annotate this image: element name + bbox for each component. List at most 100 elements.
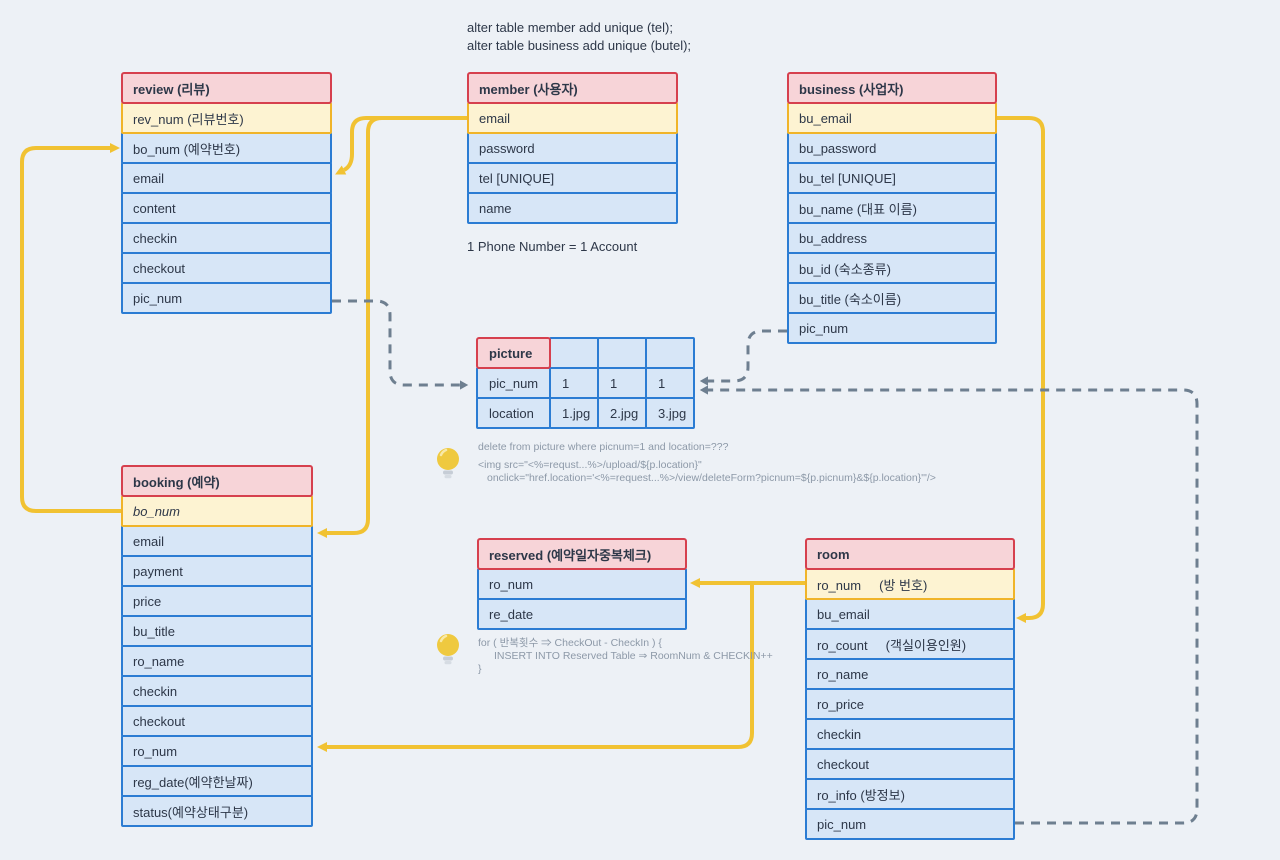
picture-code-note[interactable]: delete from picture where picnum=1 and l… [478, 441, 936, 485]
row-label: pic_num [817, 816, 867, 832]
row-label: bu_id (숙소종류) [799, 261, 891, 277]
reserved-code-note[interactable]: for ( 반복횟수 ⇒ CheckOut - CheckIn ) { INSE… [478, 637, 773, 676]
row-label: ro_count (객실이용인원) [817, 637, 967, 653]
picture-row-label[interactable]: pic_num [476, 367, 551, 399]
table-title-reserved: reserved (예약일자중복체크) [477, 538, 687, 570]
table-row[interactable]: bu_password [787, 132, 997, 164]
picture-title-cell[interactable]: picture [476, 337, 551, 369]
row-label: content [133, 200, 176, 216]
picture-cell-value[interactable]: 2.jpg [597, 397, 647, 429]
reserved-note-line: for ( 반복횟수 ⇒ CheckOut - CheckIn ) { [478, 637, 662, 649]
table-row[interactable]: re_date [477, 598, 687, 630]
table-reserved[interactable]: reserved (예약일자중복체크) ro_num re_date [477, 538, 687, 630]
table-row[interactable]: status(예약상태구분) [121, 795, 313, 827]
row-label: checkout [133, 713, 186, 729]
row-label: ro_num [489, 576, 534, 592]
picture-blank-cell[interactable] [597, 337, 647, 369]
row-label: email [479, 110, 511, 126]
table-row[interactable]: email [121, 162, 332, 194]
table-row[interactable]: checkout [121, 705, 313, 737]
table-row[interactable]: bu_name (대표 이름) [787, 192, 997, 224]
table-row[interactable]: reg_date(예약한날짜) [121, 765, 313, 797]
picture-cell-value[interactable]: 3.jpg [645, 397, 695, 429]
table-row[interactable]: payment [121, 555, 313, 587]
table-row[interactable]: bu_id (숙소종류) [787, 252, 997, 284]
table-row[interactable]: password [467, 132, 678, 164]
table-row[interactable]: pic_num [805, 808, 1015, 840]
table-row[interactable]: name [467, 192, 678, 224]
table-row[interactable]: checkout [805, 748, 1015, 780]
table-row[interactable]: checkout [121, 252, 332, 284]
table-row[interactable]: ro_num [477, 568, 687, 600]
row-label: ro_name [817, 666, 869, 682]
table-row[interactable]: ro_count (객실이용인원) [805, 628, 1015, 660]
reserved-note-line: } [478, 663, 482, 675]
sql-note-line: alter table business add unique (butel); [467, 38, 692, 53]
picture-cell-value[interactable]: 1 [549, 367, 599, 399]
table-row[interactable]: pic_num [121, 282, 332, 314]
table-row[interactable]: ro_num [121, 735, 313, 767]
table-row[interactable]: content [121, 192, 332, 224]
row-label: ro_name [133, 653, 185, 669]
row-label: price [133, 593, 162, 609]
table-row[interactable]: price [121, 585, 313, 617]
arrow-room-ronum-to-booking-ronum [317, 583, 754, 752]
table-row[interactable]: ro_name [805, 658, 1015, 690]
row-label: email [133, 170, 165, 186]
table-row[interactable]: ro_info (방정보) [805, 778, 1015, 810]
sql-note[interactable]: alter table member add unique (tel); alt… [467, 19, 691, 55]
row-label: bo_num [133, 503, 180, 519]
lightbulb-icon[interactable] [435, 633, 461, 665]
table-row[interactable]: ro_num (방 번호) [805, 568, 1015, 600]
table-row[interactable]: email [121, 525, 313, 557]
row-label: bu_tel [UNIQUE] [799, 170, 896, 186]
row-label: bu_title (숙소이름) [799, 291, 902, 307]
table-row[interactable]: bo_num [121, 495, 313, 527]
row-label: ro_info (방정보) [817, 787, 905, 803]
lightbulb-icon[interactable] [435, 447, 461, 479]
table-row[interactable]: tel [UNIQUE] [467, 162, 678, 194]
table-row[interactable]: bu_title [121, 615, 313, 647]
picture-blank-cell[interactable] [549, 337, 599, 369]
table-row[interactable]: checkin [121, 222, 332, 254]
picture-blank-cell[interactable] [645, 337, 695, 369]
table-row[interactable]: ro_price [805, 688, 1015, 720]
arrow-member-email-to-booking-email [317, 116, 467, 538]
table-row[interactable]: checkin [121, 675, 313, 707]
table-row[interactable]: ro_name [121, 645, 313, 677]
table-title-review: review (리뷰) [121, 72, 332, 104]
table-row[interactable]: bu_email [805, 598, 1015, 630]
arrow-member-email-to-review-email [335, 116, 467, 175]
table-row[interactable]: bu_tel [UNIQUE] [787, 162, 997, 194]
row-label: bu_email [817, 606, 870, 622]
table-review[interactable]: review (리뷰)rev_num (리뷰번호)bo_num (예약번호) em… [121, 72, 332, 314]
member-note[interactable]: 1 Phone Number = 1 Account [467, 239, 638, 254]
table-row[interactable]: pic_num [787, 312, 997, 344]
table-row[interactable]: checkin [805, 718, 1015, 750]
table-row[interactable]: rev_num (리뷰번호) [121, 102, 332, 134]
picture-cell-value[interactable]: 1 [597, 367, 647, 399]
table-row[interactable]: bo_num (예약번호) [121, 132, 332, 164]
row-label: password [479, 140, 535, 156]
picture-row-label[interactable]: location [476, 397, 551, 429]
row-label: checkout [817, 756, 870, 772]
sql-note-line: alter table member add unique (tel); [467, 20, 673, 35]
table-row[interactable]: bu_title (숙소이름) [787, 282, 997, 314]
table-row[interactable]: bu_email [787, 102, 997, 134]
table-row[interactable]: bu_address [787, 222, 997, 254]
picture-cell-value[interactable]: 1.jpg [549, 397, 599, 429]
row-label: ro_num (방 번호) [817, 577, 928, 593]
picture-note-line: onclick="href.location='<%=request...%>/… [487, 472, 936, 484]
table-row[interactable]: email [467, 102, 678, 134]
reserved-note-line: INSERT INTO Reserved Table ⇒ RoomNum & C… [494, 650, 773, 662]
row-label: email [133, 533, 165, 549]
picture-cell-value[interactable]: 1 [645, 367, 695, 399]
